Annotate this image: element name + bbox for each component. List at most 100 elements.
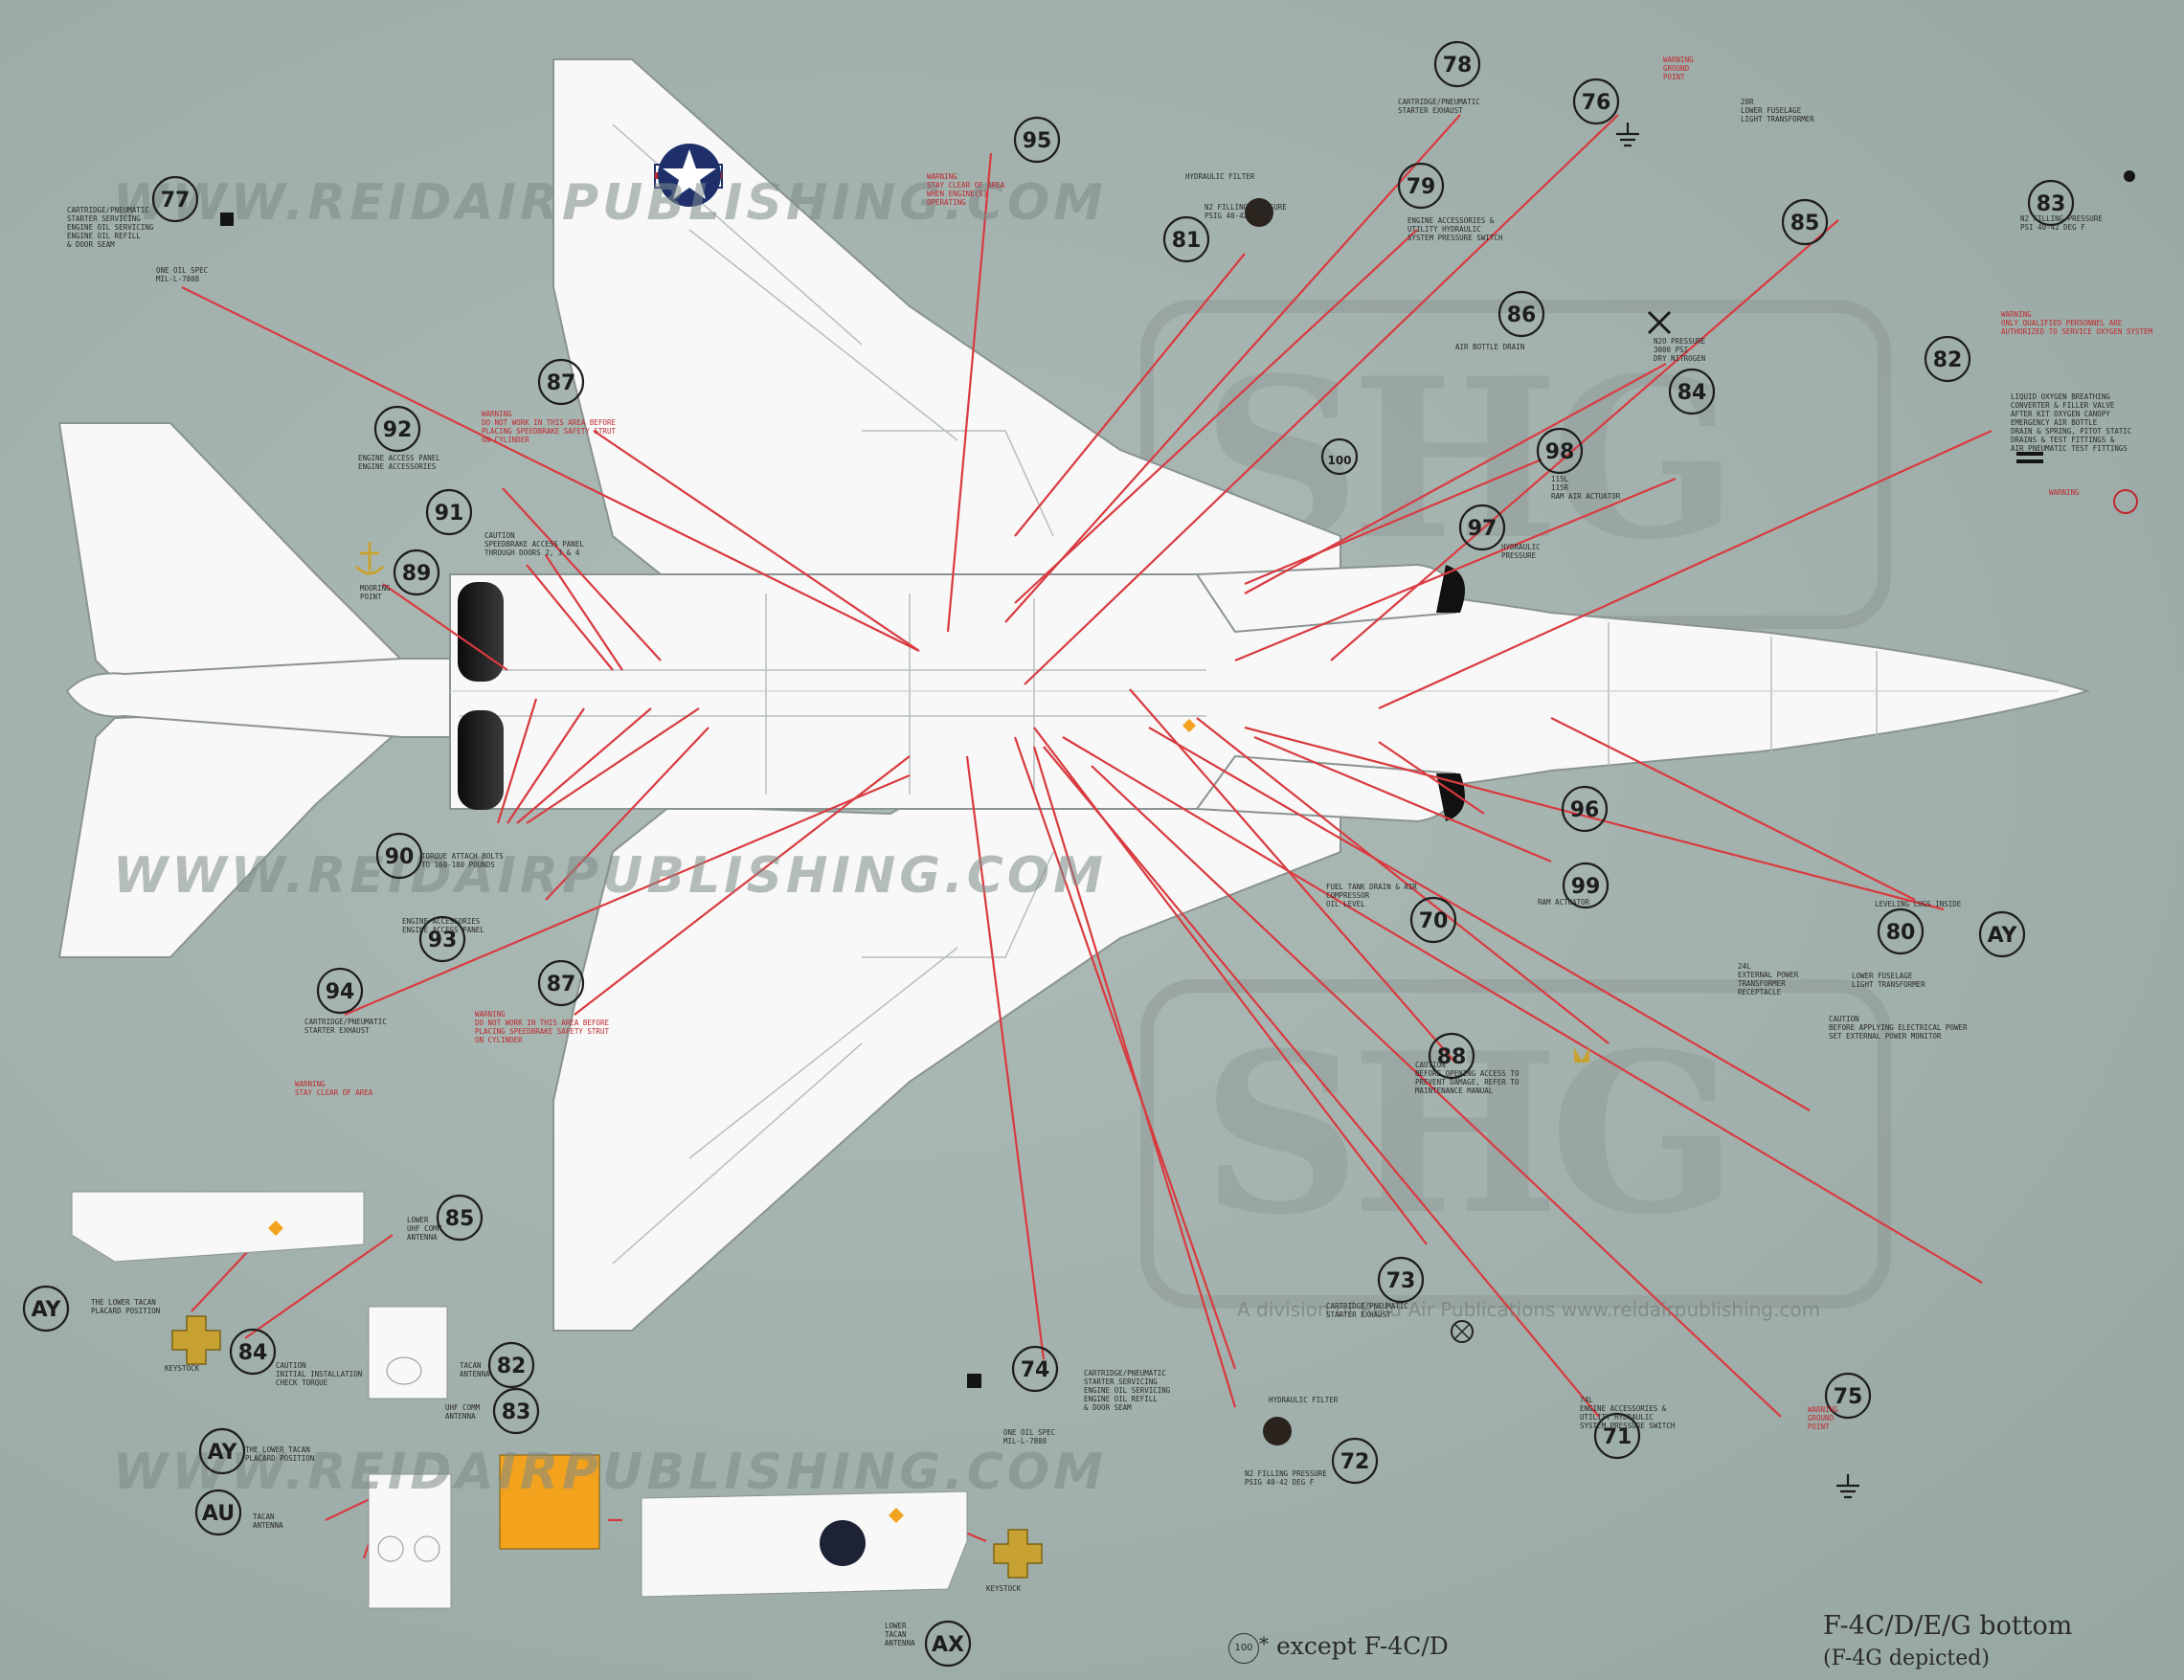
placard-line: WARNING: [295, 1080, 326, 1088]
callout-circle: [1781, 198, 1829, 246]
callout-circle: [1458, 504, 1506, 551]
placard-line: UTILITY HYDRAULIC: [1580, 1413, 1654, 1422]
placard-line: BEFORE APPLYING ELECTRICAL POWER: [1829, 1023, 1968, 1032]
placard-line: MIL-L-7808: [156, 275, 200, 283]
callout-circle: [418, 915, 466, 963]
placard-line: ONLY QUALIFIED PERSONNEL ARE: [2001, 319, 2123, 327]
footnote: 100* except F-4C/D: [1228, 1632, 1449, 1664]
callout-label: 76: [1582, 91, 1611, 115]
placard-line: FUEL TANK DRAIN & AIR: [1326, 883, 1417, 891]
placard-line: STARTER EXHAUST: [1398, 106, 1463, 115]
callout-73: 73: [1377, 1256, 1425, 1304]
placard-line: CARTRIDGE/PNEUMATIC: [1084, 1369, 1166, 1378]
placard-line: ENGINE ACCESS PANEL: [402, 926, 484, 934]
placard-line: TO 160-180 POUNDS: [421, 861, 495, 869]
placard-line: WARNING: [927, 172, 957, 181]
callout-87t: 87: [537, 358, 585, 406]
callout-circle: [2027, 179, 2075, 227]
callout-74: 74: [1011, 1345, 1059, 1393]
callout-label: 91: [435, 502, 464, 526]
placard-line: DRAIN & SPRING, PITOT STATIC: [2011, 427, 2132, 436]
callout-circle: [22, 1285, 70, 1333]
placard-line: TACAN: [885, 1630, 907, 1639]
placard-line: ANTENNA: [885, 1639, 915, 1647]
callout-circle: [229, 1328, 277, 1376]
placard-line: LIGHT TRANSFORMER: [1852, 980, 1925, 989]
callout-label: 85: [1790, 212, 1820, 235]
placard-line: DRY NITROGEN: [1654, 354, 1706, 363]
placard-line: 115L: [1551, 475, 1569, 483]
callout-label: 71: [1603, 1425, 1632, 1449]
placard-line: ENGINE ACCESS PANEL: [358, 454, 440, 462]
placard-line: INITIAL INSTALLATION: [276, 1370, 363, 1378]
placard-line: GROUND: [1663, 64, 1690, 73]
placard-line: CARTRIDGE/PNEUMATIC: [67, 206, 149, 214]
placard-p81: HYDRAULIC FILTER: [1185, 172, 1254, 181]
placard-line: SYSTEM PRESSURE SWITCH: [1407, 234, 1503, 242]
placard-line: THE LOWER TACAN: [91, 1298, 156, 1307]
callout-label: 75: [1834, 1385, 1863, 1409]
placard-line: WARNING: [475, 1010, 506, 1019]
callout-circle: [1428, 1032, 1475, 1080]
placard-line: GROUND: [1808, 1414, 1835, 1422]
placard-line: 24L: [1738, 962, 1751, 971]
callout-82t: 82: [1924, 335, 1971, 383]
callout-label: 97: [1468, 517, 1497, 541]
placard-line: THE LOWER TACAN: [245, 1445, 310, 1454]
callout-84t: 84: [1668, 368, 1716, 415]
callout-circle: [198, 1427, 246, 1475]
callout-75: 75: [1824, 1372, 1872, 1420]
callout-circle: [1877, 907, 1925, 955]
placard-p99: RAM ACTUATOR: [1538, 898, 1589, 907]
callout-label: 70: [1419, 909, 1449, 933]
placard-line: KEYSTOCK: [165, 1364, 200, 1373]
placard-line: CARTRIDGE/PNEUMATIC: [304, 1018, 387, 1026]
callout-label: 93: [428, 929, 458, 952]
placard-line: RAM AIR ACTUATOR: [1551, 492, 1621, 501]
placard-line: TORQUE ATTACH BOLTS: [421, 852, 504, 861]
callout-label: 92: [383, 418, 413, 442]
callout-70: 70: [1409, 896, 1457, 944]
callout-label: 78: [1443, 54, 1473, 78]
placard-line: SYSTEM PRESSURE SWITCH: [1580, 1422, 1676, 1430]
callout-circle: [537, 959, 585, 1007]
placard-line: MOORING: [360, 584, 391, 593]
callout-96: 96: [1561, 785, 1609, 833]
callout-circle: [1433, 40, 1481, 88]
placard-line: LIGHT TRANSFORMER: [1741, 115, 1814, 123]
callout-84b: 84: [229, 1328, 277, 1376]
callout-78: 78: [1433, 40, 1481, 88]
placard-line: THROUGH DOORS 2, 3 & 4: [484, 549, 580, 557]
callout-circle: [1978, 910, 2026, 958]
placard-line: PREVENT DAMAGE, REFER TO: [1415, 1078, 1520, 1086]
callout-circle: [436, 1194, 484, 1242]
placard-line: 28R: [1741, 98, 1754, 106]
callout-label: 95: [1023, 129, 1052, 153]
callout-circle: [537, 358, 585, 406]
callout-label: 84: [238, 1341, 268, 1365]
callout-80: 80: [1877, 907, 1925, 955]
callout-circle: [1377, 1256, 1425, 1304]
callout-label: 82: [497, 1355, 527, 1378]
placard-line: PSIG 40-42 DEG F: [1205, 212, 1274, 220]
placard-line: STARTER EXHAUST: [304, 1026, 370, 1035]
placard-line: LOWER FUSELAGE: [1852, 972, 1913, 980]
callout-circle: [1924, 335, 1971, 383]
callout-94: 94: [316, 967, 364, 1015]
placard-line: ANTENNA: [460, 1370, 490, 1378]
